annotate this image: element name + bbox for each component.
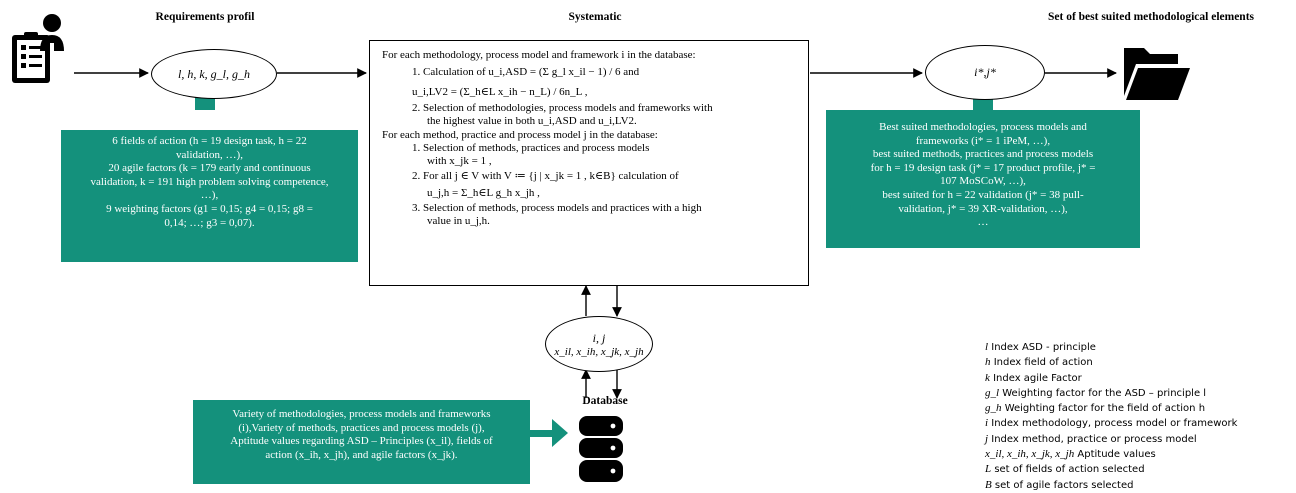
legend-text: set of fields of action selected [994, 464, 1145, 476]
database-line: action (x_ih, x_jh), and agile factors (… [265, 448, 458, 461]
requirements-line: 20 agile factors (k = 179 early and cont… [108, 162, 311, 175]
legend-symbol: j [985, 432, 989, 445]
systematic-line: u_i,LV2 = (Σ_h∈L x_ih − n_L) / 6n_L , [412, 86, 588, 99]
legend-text: Index methodology, process model or fram… [991, 418, 1238, 430]
legend-symbol: g_l [985, 386, 1000, 399]
legend-row: g_h Weighting factor for the field of ac… [985, 401, 1290, 416]
best-ellipse-label: i*,j* [974, 65, 996, 79]
legend-row: h Index field of action [985, 355, 1290, 370]
legend-text: Index agile Factor [993, 372, 1082, 384]
requirements-ellipse-label: l, h, k, g_l, g_h [178, 66, 250, 81]
systematic-line: 1. Calculation of u_i,ASD = (Σ g_l x_il … [412, 66, 640, 79]
requirements-line: validation, …), [176, 148, 243, 161]
legend-row: k Index agile Factor [985, 371, 1290, 386]
requirements-line: 0,14; …; g3 = 0,07). [164, 216, 255, 229]
legend-text: Weighting factor for the ASD – principle… [1002, 387, 1207, 399]
systematic-line: For each methodology, process model and … [382, 49, 696, 61]
database-icon [579, 416, 623, 482]
best-line: frameworks (i* = 1 iPeM, …), [915, 134, 1051, 147]
requirements-line: …), [200, 189, 219, 202]
requirements-line: validation, k = 191 high problem solving… [90, 175, 329, 188]
requirements-line: 9 weighting factors (g1 = 0,15; g4 = 0,1… [106, 202, 313, 215]
best-line: best suited for h = 22 validation (j* = … [882, 188, 1084, 201]
database-line: (i),Variety of methods, practices and pr… [238, 421, 485, 434]
systematic-line: with x_jk = 1 , [427, 155, 492, 168]
clipboard-person-icon [12, 14, 64, 83]
legend-text: Index ASD - principle [991, 342, 1096, 353]
database-ellipse-label-1: i, j [592, 330, 606, 345]
best-ellipse: i*,j* [925, 45, 1045, 100]
heading-systematic: Systematic [568, 11, 622, 23]
legend-symbol: i [985, 417, 989, 430]
systematic-line: 2. For all j ∈ V with V ≔ {j | x_jk = 1 … [412, 170, 679, 183]
legend-symbol: g_h [985, 402, 1002, 415]
legend-symbol: k [985, 371, 990, 384]
database-line: Variety of methodologies, process models… [232, 408, 491, 420]
heading-best-set: Set of best suited methodological elemen… [1047, 11, 1255, 23]
legend-symbol: x_il, x_ih, x_jk, x_jh [985, 448, 1075, 461]
best-line: validation, j* = 39 XR-validation, …), [898, 202, 1068, 215]
systematic-line: 1. Selection of methods, practices and p… [412, 141, 650, 154]
open-folder-icon [1124, 48, 1190, 100]
requirements-box: 6 fields of action (h = 19 design task, … [61, 130, 358, 262]
legend-row: l Index ASD - principle [985, 340, 1290, 355]
best-line: for h = 19 design task (j* = 17 product … [870, 161, 1096, 174]
best-line: best suited methods, practices and proce… [872, 148, 1094, 161]
legend-symbol: h [985, 356, 991, 369]
systematic-line: value in u_j,h. [427, 215, 490, 228]
legend-text: Index field of action [993, 357, 1093, 369]
legend-row: L set of fields of action selected [985, 462, 1290, 477]
best-line: 107 MoSCoW, …), [940, 175, 1026, 188]
systematic-box: For each methodology, process model and … [369, 40, 809, 286]
legend-symbol: l [985, 341, 989, 353]
database-ellipse-label-2: x_il, x_ih, x_jk, x_jh [554, 345, 644, 358]
legend-row: i Index methodology, process model or fr… [985, 416, 1290, 431]
best-box: Best suited methodologies, process model… [826, 110, 1140, 248]
legend-text: Index method, practice or process model [991, 433, 1197, 445]
legend-row: x_il, x_ih, x_jk, x_jh Aptitude values [985, 447, 1290, 462]
green-arrow-database [530, 419, 568, 447]
heading-database: Database [582, 395, 628, 407]
best-line: Best suited methodologies, process model… [879, 121, 1087, 133]
database-ellipse: i, j x_il, x_ih, x_jk, x_jh [545, 316, 653, 372]
legend-text: set of agile factors selected [994, 479, 1134, 491]
database-line: Aptitude values regarding ASD – Principl… [230, 435, 493, 448]
legend-text: Weighting factor for the field of action… [1004, 403, 1206, 415]
legend-row: g_l Weighting factor for the ASD – princ… [985, 386, 1290, 401]
systematic-line: u_j,h = Σ_h∈L g_h x_jh , [427, 187, 540, 200]
systematic-line: For each method, practice and process mo… [382, 128, 658, 141]
best-line: … [977, 216, 989, 229]
requirements-ellipse: l, h, k, g_l, g_h [151, 49, 277, 99]
heading-requirements: Requirements profil [155, 11, 255, 23]
systematic-line: 3. Selection of methods, process models … [412, 202, 702, 215]
requirements-line: 6 fields of action (h = 19 design task, … [112, 135, 307, 147]
systematic-line: 2. Selection of methodologies, process m… [412, 102, 713, 115]
legend-row: j Index method, practice or process mode… [985, 432, 1290, 447]
systematic-line: the highest value in both u_i,ASD and u_… [427, 115, 637, 128]
legend-symbol: B [985, 478, 992, 491]
legend-text: Aptitude values [1077, 449, 1156, 461]
legend: l Index ASD - principle h Index field of… [985, 340, 1290, 493]
legend-row: B set of agile factors selected [985, 478, 1290, 493]
legend-symbol: L [985, 463, 992, 476]
database-box: Variety of methodologies, process models… [193, 400, 530, 484]
